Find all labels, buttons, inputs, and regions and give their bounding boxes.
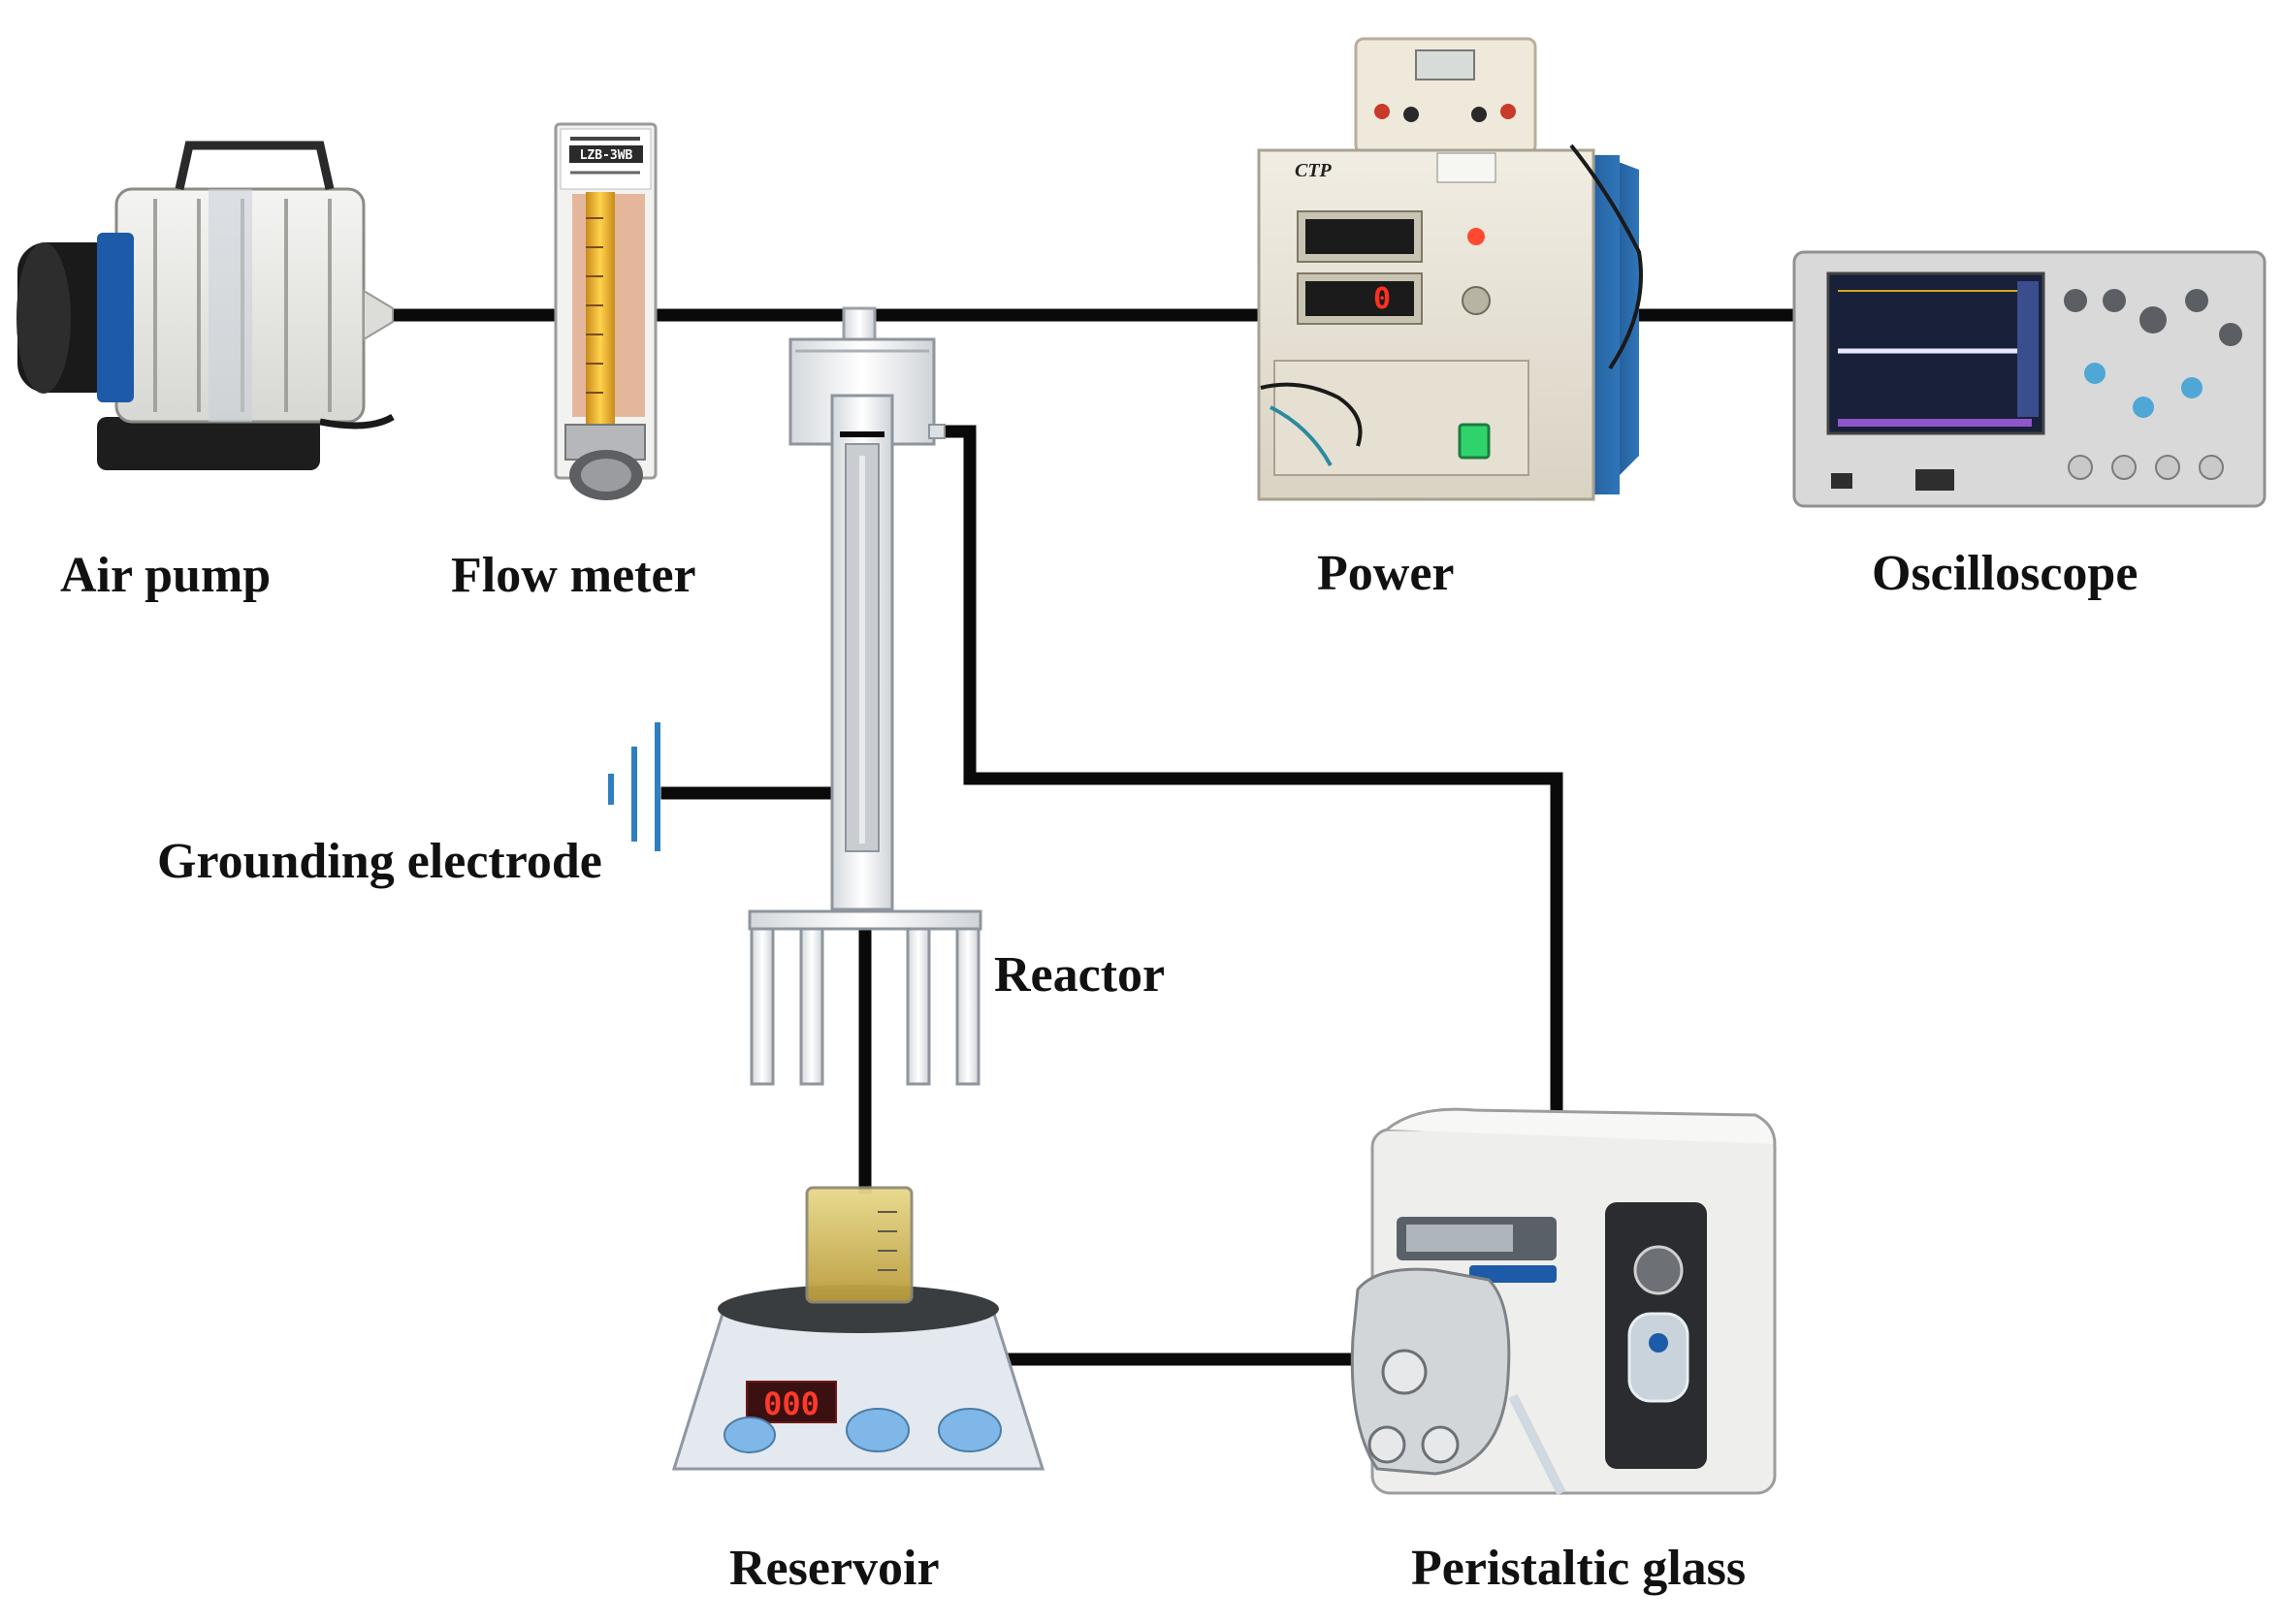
stirrer-display-readout: 000 [763,1385,820,1422]
reactor-label: Reactor [994,947,1166,1003]
flow-meter-model-text: LZB-3WB [580,148,633,163]
peristaltic-label: Peristaltic glass [1411,1541,1747,1596]
air-pump-device [16,141,395,470]
flow-meter-device: LZB-3WB [554,122,658,500]
reservoir-label: Reservoir [729,1541,940,1596]
oscilloscope-device [1792,250,2267,508]
reservoir-device: 000 [671,1186,1045,1471]
reactor-device [748,306,982,1086]
peristaltic-pump-device [1350,1107,1777,1496]
power-display-readout: 0 [1373,282,1391,316]
grounding-electrode-label: Grounding electrode [157,834,602,889]
power-brand-text: CTP [1295,160,1333,181]
wire-reactor-to-peristaltic-pump [932,425,1563,1136]
oscilloscope-label: Oscilloscope [1872,546,2138,601]
air-pump-label: Air pump [60,548,272,603]
power-supply-device: CTP 0 [1257,37,1643,501]
wires [381,308,1806,1366]
power-label: Power [1317,546,1455,601]
grounding-electrode-symbol [608,722,660,851]
flow-meter-label: Flow meter [451,548,696,603]
